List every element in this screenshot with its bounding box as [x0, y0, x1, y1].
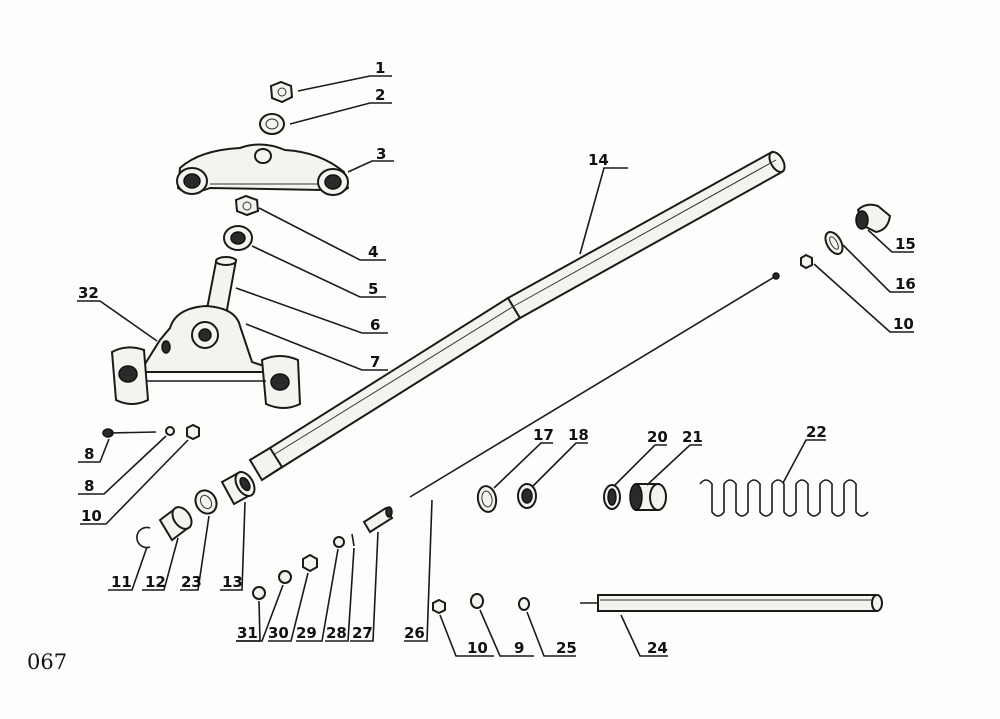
callout-2: 2 [375, 86, 385, 104]
callout-17: 17 [533, 426, 554, 444]
callout-13: 13 [222, 573, 243, 591]
part-14-fork-tube [248, 150, 786, 482]
part-8-bolt [102, 428, 157, 438]
part-4-nut [234, 194, 260, 217]
part-32-pin [161, 340, 171, 354]
part-31-washer [252, 586, 266, 600]
callout-7: 7 [370, 353, 380, 371]
part-23-seal [194, 489, 218, 515]
part-30-nut [302, 553, 318, 573]
callout-25: 25 [556, 639, 577, 657]
callout-11: 11 [111, 573, 132, 591]
part-7-lower-triple-clamp [110, 304, 302, 409]
callout-27: 27 [352, 624, 373, 642]
callout-10-left: 10 [81, 507, 102, 525]
callout-12: 12 [145, 573, 166, 591]
part-29-washer [333, 536, 345, 548]
part-5-bearing [223, 225, 253, 251]
page-number: 067 [27, 650, 68, 674]
callout-1: 1 [375, 59, 385, 77]
part-6-steering-stem [204, 256, 238, 317]
callout-10-right: 10 [893, 315, 914, 333]
callout-6: 6 [370, 316, 380, 334]
callout-5: 5 [368, 280, 378, 298]
part-18-seal [517, 483, 537, 509]
part-26-damper-rod [409, 272, 780, 498]
leader-lines [77, 75, 914, 657]
callout-8-washer: 8 [84, 477, 94, 495]
callout-31: 31 [237, 624, 258, 642]
callout-26: 26 [404, 624, 425, 642]
part-15-cap-bolt [855, 203, 892, 234]
part-16-o-ring [824, 231, 844, 255]
callout-10-bottom: 10 [467, 639, 488, 657]
part-11-circlip [136, 526, 151, 549]
callout-labels: 1 2 3 4 5 6 7 32 8 8 10 11 12 23 13 14 1… [78, 59, 916, 657]
callout-32: 32 [78, 284, 99, 302]
callout-21: 21 [682, 428, 703, 446]
callout-24: 24 [647, 639, 668, 657]
callout-3: 3 [376, 145, 386, 163]
callout-29: 29 [296, 624, 317, 642]
callout-9: 9 [514, 639, 524, 657]
part-28-pin [351, 533, 355, 547]
callout-28: 28 [326, 624, 347, 642]
callout-20: 20 [647, 428, 668, 446]
callout-18: 18 [568, 426, 589, 444]
callout-14: 14 [588, 151, 609, 169]
part-8-washer [165, 426, 175, 436]
part-13-bushing [220, 470, 256, 506]
part-12-bushing [158, 506, 193, 542]
part-30-washer [278, 570, 292, 584]
callout-8-bolt: 8 [84, 445, 94, 463]
part-2-washer [259, 113, 285, 135]
part-21-bushing [629, 483, 667, 511]
part-25-washer [518, 597, 530, 611]
part-3-upper-triple-clamp [176, 143, 350, 196]
part-27-valve [362, 506, 394, 534]
part-22-fork-spring [699, 479, 869, 517]
callout-30: 30 [268, 624, 289, 642]
part-1-nut [269, 80, 294, 104]
part-17-ring [476, 485, 498, 513]
callout-22: 22 [806, 423, 827, 441]
callout-4: 4 [368, 243, 378, 261]
part-10-nut-c [432, 598, 446, 615]
callout-23: 23 [181, 573, 202, 591]
part-20-ring [603, 484, 621, 510]
part-9-washer [470, 593, 484, 609]
callout-15: 15 [895, 235, 916, 253]
part-10-nut-a [186, 423, 200, 441]
part-10-nut-b [800, 253, 813, 270]
callout-16: 16 [895, 275, 916, 293]
part-24-damper-tube [580, 594, 883, 612]
